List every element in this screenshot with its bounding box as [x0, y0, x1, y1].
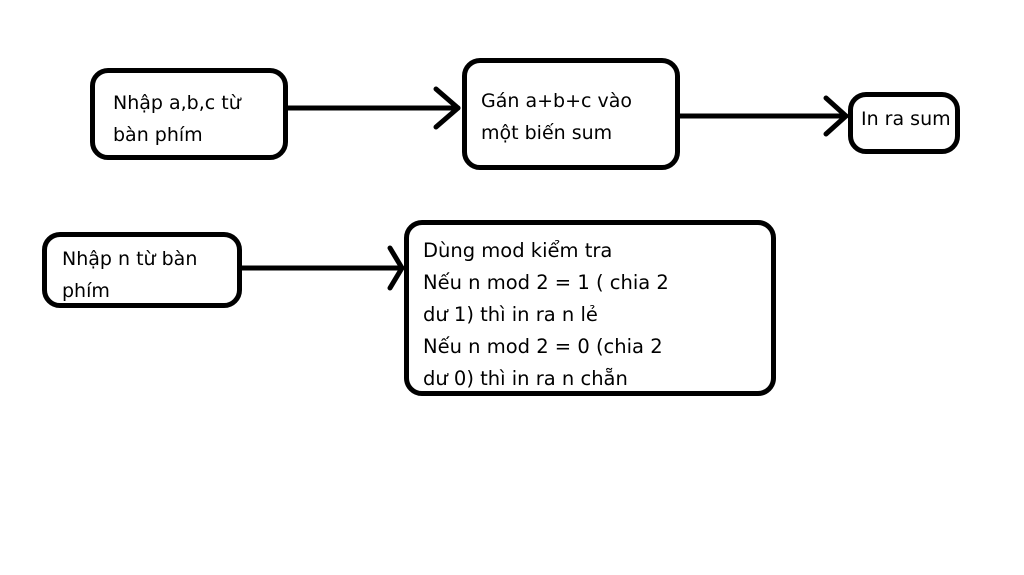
box-text-line: dư 0) thì in ra n chẵn	[423, 367, 628, 390]
flow-box-input-n: Nhập n từ bàn phím	[42, 232, 242, 308]
arrow-box2-to-box3	[677, 95, 849, 137]
box-text-line: một biến sum	[481, 122, 613, 144]
box-text-line: Gán a+b+c vào	[481, 90, 632, 112]
flow-box-input-abc: Nhập a,b,c từ bàn phím	[90, 68, 288, 160]
arrow-box1-to-box2	[285, 86, 461, 130]
box-text-line: Nếu n mod 2 = 1 ( chia 2	[423, 271, 669, 294]
box-text-line: dư 1) thì in ra n lẻ	[423, 303, 598, 326]
box-text-line: Nếu n mod 2 = 0 (chia 2	[423, 335, 663, 358]
box-text-line: Nhập a,b,c từ	[113, 92, 241, 114]
box-text-line: In ra sum	[861, 108, 951, 130]
flow-box-print-sum: In ra sum	[848, 92, 960, 154]
box-text-line: Nhập n từ bàn	[62, 248, 198, 270]
flow-box-assign-sum: Gán a+b+c vào một biến sum	[462, 58, 680, 170]
arrow-box4-to-box5	[239, 245, 405, 291]
flow-box-check-mod: Dùng mod kiểm tra Nếu n mod 2 = 1 ( chia…	[404, 220, 776, 396]
box-text-line: phím	[62, 280, 110, 302]
box-text-line: Dùng mod kiểm tra	[423, 239, 613, 262]
box-text-line: bàn phím	[113, 124, 203, 146]
